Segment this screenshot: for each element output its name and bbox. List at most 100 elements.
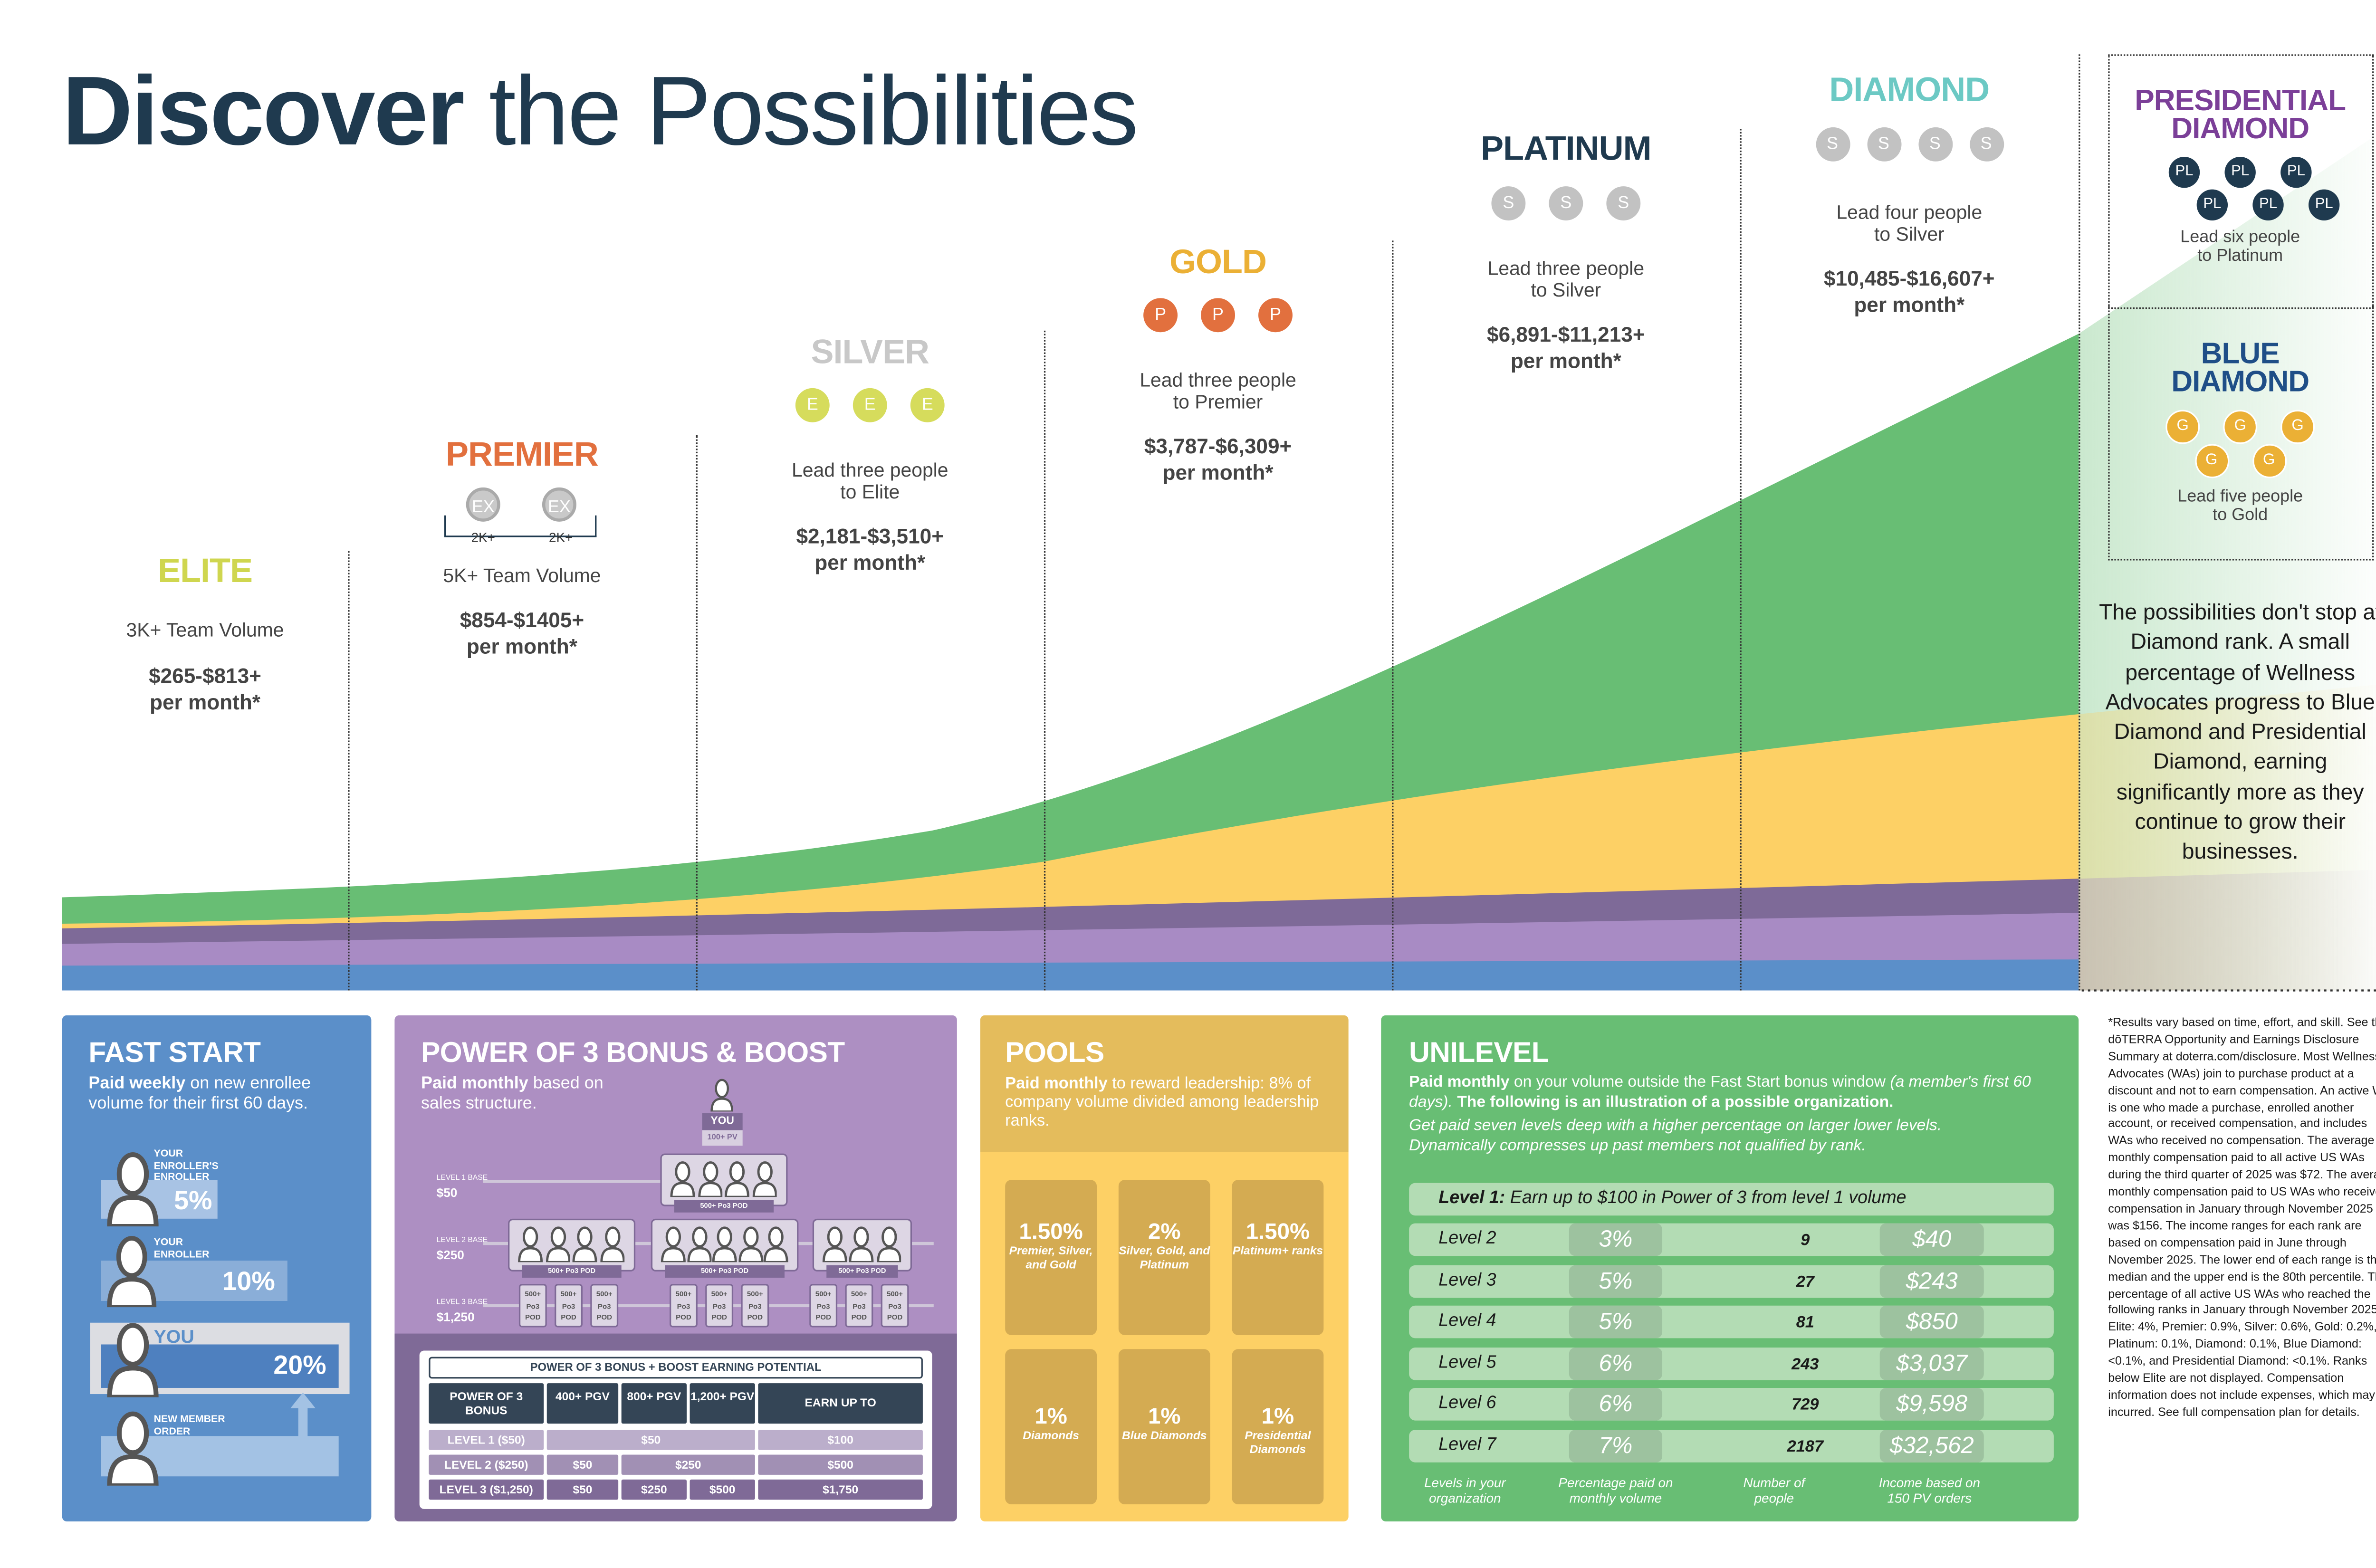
rank-gold: GOLD P P P Lead three people to Premier … [1063, 245, 1373, 486]
level-label: Level 7 [1438, 1435, 1496, 1454]
level-label: Level 5 [1438, 1353, 1496, 1372]
po3-pod: 500+ Po3 POD [651, 1218, 799, 1278]
column-footer: Number of people [1743, 1474, 1805, 1506]
person-icon [822, 1226, 847, 1262]
pool-tile: 1.50%Platinum+ ranks [1232, 1180, 1324, 1335]
level-people: 81 [1796, 1313, 1814, 1332]
coin-row: PL PL PL [2085, 189, 2376, 220]
level-percent: 3% [1569, 1223, 1663, 1256]
level-percent: 5% [1569, 1305, 1663, 1339]
page-title: Discover the Possibilities [62, 56, 1139, 168]
rank-income: $3,787-$6,309+ [1144, 434, 1292, 458]
coin-elite: E [910, 388, 945, 422]
person-icon [107, 1152, 159, 1227]
level-percent: 5% [1569, 1264, 1663, 1297]
small-pod-text: 500+ [851, 1290, 867, 1298]
label-line: YOUR [153, 1148, 183, 1160]
person-icon [876, 1226, 901, 1262]
pool-label: Blue Diamonds [1122, 1428, 1207, 1443]
rank-diamond: DIAMOND S S S S Lead four people to Silv… [1754, 72, 2065, 318]
power-of-3-panel: POWER OF 3 BONUS & BOOST Paid monthly ba… [394, 1015, 957, 1521]
person-icon [764, 1226, 789, 1262]
rank-name-line: BLUE [2201, 338, 2280, 371]
coin-platinum: PL [2224, 156, 2256, 188]
subtitle-rest: on new enrollee volume for their first 6… [88, 1074, 311, 1113]
coin-gold: G [2223, 410, 2258, 444]
rank-income: $854-$1405+ [460, 608, 584, 632]
panel-title: FAST START [88, 1035, 261, 1068]
rank-desc: to Platinum [2197, 247, 2283, 266]
small-pod-text: 500+ [675, 1290, 692, 1298]
coin-gold: G [2165, 410, 2200, 444]
small-pod-text: Po3 [597, 1301, 611, 1310]
rank-desc: Lead five people [2177, 487, 2303, 507]
panel-title: UNILEVEL [1409, 1035, 1549, 1068]
presidential-box [2108, 54, 2374, 309]
coin-row: G G G [2085, 410, 2376, 444]
rank-name: SILVER [811, 332, 929, 371]
panel-title: POWER OF 3 BONUS & BOOST [421, 1035, 845, 1068]
coin-silver: S [1815, 127, 1849, 162]
pool-label: Silver, Gold, and Platinum [1119, 1243, 1210, 1271]
level-1-text: Level 1: Earn up to $100 in Power of 3 f… [1438, 1189, 1906, 1208]
small-pod-text: POD [525, 1313, 541, 1321]
small-pod-text: Po3 [748, 1301, 762, 1310]
column-footer: Percentage paid on monthly volume [1558, 1474, 1673, 1506]
coin-silver: S [1606, 186, 1641, 220]
label-line: ENROLLER [153, 1249, 210, 1260]
level-percent: 7% [1569, 1429, 1663, 1462]
coin-elite: E [853, 388, 887, 422]
label-line: ENROLLER'S [153, 1160, 219, 1172]
small-pod-text: POD [596, 1313, 613, 1321]
level-percent: 6% [1569, 1387, 1663, 1421]
level-people: 729 [1792, 1396, 1819, 1415]
person-icon [738, 1226, 763, 1262]
coin-premier: P [1143, 298, 1178, 333]
fast-start-panel: FAST START Paid weekly on new enrollee v… [62, 1015, 372, 1521]
rank-desc: 3K+ Team Volume [126, 619, 284, 641]
pod-label: 500+ Po3 POD [674, 1200, 774, 1213]
pod-label: 500+ Po3 POD [665, 1265, 785, 1278]
subtitle-bold: Paid monthly [1005, 1074, 1108, 1093]
pool-tile: 2%Silver, Gold, and Platinum [1118, 1180, 1210, 1335]
row-label: LEVEL 1 ($50) [429, 1430, 544, 1450]
person-icon [545, 1226, 570, 1262]
table-header: 400+ PGV [546, 1383, 619, 1424]
subtitle-rest: to reward leadership: 8% of company volu… [1005, 1074, 1319, 1130]
panel-subtitle: Paid monthly based on sales structure. [421, 1074, 607, 1115]
rank-desc: to Silver [1531, 279, 1601, 301]
small-pod-text: 500+ [747, 1290, 763, 1298]
divider [1740, 129, 1742, 991]
coin-silver: S [1549, 186, 1583, 220]
small-pod-text: POD [711, 1313, 727, 1321]
po3-pod: 500+ Po3 POD [812, 1218, 912, 1278]
label-line: YOUR [153, 1237, 183, 1248]
level-people: 2187 [1787, 1436, 1823, 1456]
small-pod-text: Po3 [853, 1301, 866, 1310]
pod-label: 500+ Po3 POD [826, 1265, 898, 1278]
rank-income: $6,891-$11,213+ [1487, 323, 1645, 346]
subtitle-bold: Paid monthly [421, 1074, 528, 1093]
rank-per-month: per month* [150, 690, 260, 714]
cell: $500 [690, 1479, 755, 1500]
pool-tile: 1%Diamonds [1005, 1349, 1097, 1505]
pct-20: 20% [273, 1350, 326, 1380]
person-icon [572, 1226, 597, 1262]
person-icon [107, 1411, 159, 1486]
rank-per-month: per month* [1510, 349, 1621, 373]
rank-elite: ELITE 3K+ Team Volume $265-$813+ per mon… [50, 554, 361, 716]
coin-sub: 2K+ [549, 529, 573, 545]
rank-desc: 5K+ Team Volume [443, 565, 601, 587]
pct-10: 10% [222, 1267, 275, 1297]
column-footer: Levels in your organization [1424, 1474, 1506, 1506]
level-value: $250 [436, 1248, 464, 1262]
